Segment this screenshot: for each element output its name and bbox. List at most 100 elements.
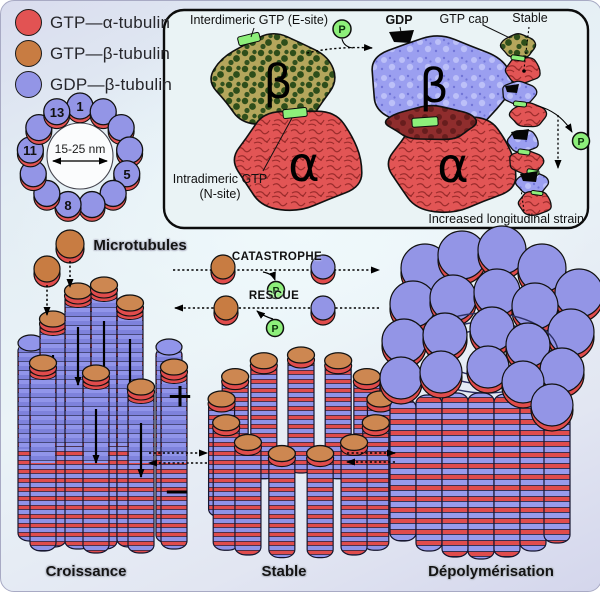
protofilament-circle: [99, 179, 127, 208]
protofilament-circle: [89, 98, 117, 126]
gtp-cap-disc: [324, 352, 353, 370]
pf-number-1: 1: [76, 99, 83, 114]
gtp-cap-disc: [89, 276, 119, 294]
catastrophe-label: CATASTROPHE: [231, 251, 323, 263]
diameter-label: 15-25 nm: [55, 142, 106, 156]
gtp-cap-disc: [286, 346, 316, 364]
legend-row-gtp-alpha: GTP—α-tubulin: [15, 7, 172, 38]
gtp-cap-disc: [28, 354, 58, 372]
pointer-line: [399, 26, 402, 33]
phosphate-letter: P: [338, 24, 345, 36]
pf-number-8: 8: [64, 198, 71, 213]
microtubule-scene: PP: [17, 225, 600, 560]
gtp-cap-disc: [212, 414, 241, 432]
panel-artwork: PP: [210, 19, 591, 216]
gtp-patch: [237, 31, 261, 47]
beta-label-gtp: β: [263, 55, 292, 109]
gtp-cap-disc: [305, 444, 335, 463]
gdp-patch: [520, 171, 538, 182]
pointer-line: [250, 27, 255, 38]
phosphate-circle: [265, 318, 285, 338]
protofilament-column: [467, 392, 495, 560]
curling-gdp-dimer: [379, 356, 423, 400]
gtp-cap-disc: [115, 294, 145, 312]
gtp-cap-disc: [126, 378, 156, 396]
phosphate-letter: P: [577, 136, 584, 148]
gtp-beta-tubulin-swatch: [15, 40, 42, 67]
phosphate-circle: [332, 19, 352, 39]
cross-section-ring: 15-25 nm 1 5 8 11 13: [16, 92, 144, 222]
protofilament-column: [268, 452, 296, 559]
phosphate-letter: P: [272, 285, 279, 297]
gdp-beta-tubulin-swatch: [15, 71, 42, 98]
protofilament-circle: [43, 98, 71, 126]
alpha-label-gdp: α: [437, 138, 469, 194]
intradimeric-gtp-label-line1: Intradimeric GTP: [173, 172, 267, 186]
legend-row-gtp-beta: GTP—β-tubulin: [15, 38, 172, 69]
strain-pointer-line: [520, 188, 525, 212]
growth-label: Croissance: [45, 563, 127, 580]
protofilament-column: [389, 398, 417, 542]
gtp-cap-disc: [207, 390, 236, 408]
gdp-label: GDP: [385, 13, 412, 27]
phosphate-hook: [341, 38, 354, 49]
gtp-cap-disc: [38, 310, 68, 328]
protofilament-circles: [16, 92, 144, 222]
gtp-patch: [411, 116, 439, 128]
curling-gdp-dimer: [419, 350, 463, 394]
reaction-arrows: PP: [148, 254, 396, 467]
gtp-patch: [510, 54, 526, 62]
gdp-top-disc: [155, 338, 183, 356]
microtubules-label: Microtubules: [93, 237, 187, 254]
protofilament-column: [415, 394, 443, 552]
gtp-alpha-tubulin-swatch: [15, 9, 42, 36]
gdp-patch: [505, 84, 519, 93]
gtp-patch: [517, 148, 531, 156]
gdp-lattice-section: [162, 381, 186, 463]
protofilament-column: [441, 392, 469, 558]
free-dimer: [33, 255, 61, 283]
gtp-cap-disc: [221, 367, 250, 386]
phosphate-letter: P: [271, 323, 278, 335]
gtp-patch: [282, 106, 308, 120]
stable-microtubule: [207, 346, 395, 559]
phosphate-circle: [266, 280, 286, 300]
stack-gtp-cap-subunit: [499, 33, 537, 59]
gtp-cap-disc: [352, 367, 381, 386]
legend-label: GTP—β-tubulin: [50, 43, 171, 63]
interdimeric-gtp-label: Interdimeric GTP (E-site): [190, 13, 328, 27]
alpha-label-gtp: α: [288, 137, 320, 193]
gtp-cap-disc: [339, 433, 369, 452]
gdp-lattice-section: [31, 377, 55, 463]
phosphate-hook: [256, 310, 274, 320]
depolymerizing-microtubule: [379, 225, 600, 560]
protofilament-column: [340, 441, 368, 556]
scene-artwork: PP: [17, 225, 600, 560]
minus-sign: −: [164, 468, 190, 515]
gtp-cap-disc: [267, 444, 297, 463]
gtp-patch: [530, 189, 544, 197]
pf-number-11: 11: [23, 143, 37, 158]
gdp-dimer: [310, 295, 336, 321]
gtp-cap-disc: [81, 364, 111, 382]
color-legend: GTP—α-tubulin GTP—β-tubulin GDP—β-tubuli…: [15, 7, 172, 100]
phosphate-circle: [571, 131, 591, 151]
protofilament-circle: [115, 136, 144, 164]
stable-state-label: Stable: [261, 563, 307, 580]
gtp-dimer: [210, 254, 236, 280]
intradimeric-gtp-label-line2: (N-site): [200, 187, 241, 201]
protofilament-column: [493, 393, 521, 558]
protofilament-circle: [113, 160, 141, 188]
hydrolysis-arrow: [306, 44, 373, 54]
curling-gdp-dimer: [381, 318, 427, 364]
ring-lumen: [46, 122, 114, 190]
stable-pointer-dot: [522, 69, 526, 73]
curling-gdp-dimer: [547, 308, 595, 356]
alpha-subunit-left: [233, 110, 363, 212]
longitudinal-strain-label: Increased longitudinal strain: [428, 212, 584, 226]
legend-label: GTP—α-tubulin: [50, 12, 171, 32]
protofilament-column: [306, 452, 334, 559]
curling-gdp-dimer: [501, 360, 545, 404]
gtp-cap-disc: [249, 352, 278, 370]
